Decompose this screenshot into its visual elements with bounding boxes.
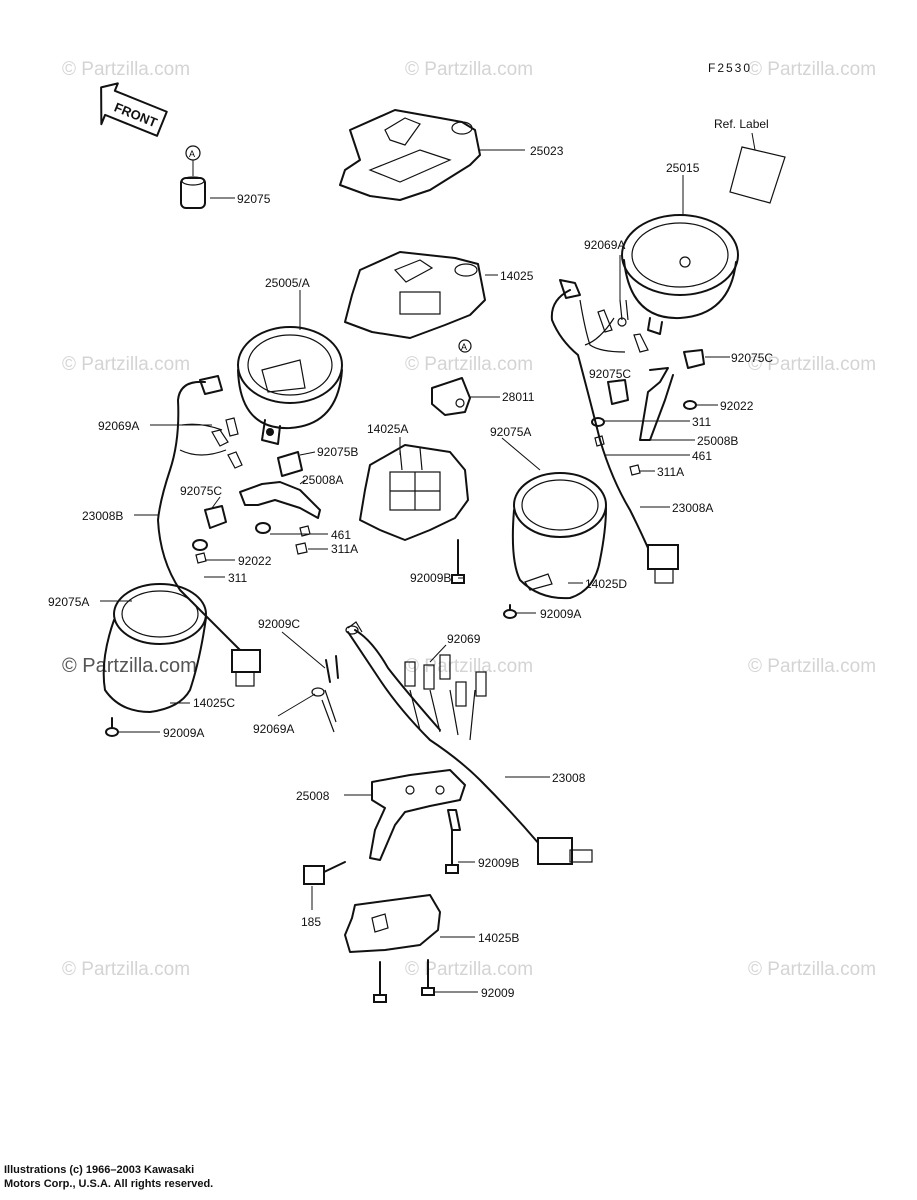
label-25008b: 25008B	[697, 434, 738, 448]
label-25008a: 25008A	[302, 473, 343, 487]
screw-92009a-right	[503, 604, 517, 619]
label-28011: 28011	[502, 390, 535, 404]
part-labels: 25023 25015 92075 92069A 14025 25005/A 9…	[48, 144, 773, 1000]
label-92075a-left: 92075A	[48, 595, 89, 609]
label-311-right: 311	[692, 415, 711, 429]
label-23008b: 23008B	[82, 509, 123, 523]
label-23008a: 23008A	[672, 501, 713, 515]
screw-92009a-left	[105, 717, 119, 737]
label-92009a-right: 92009A	[540, 607, 581, 621]
watermark: © Partzilla.com	[405, 656, 533, 677]
meter-bracket-25008	[369, 769, 466, 861]
meter-25015	[621, 214, 739, 335]
watermark: © Partzilla.com	[62, 959, 190, 980]
copyright-line-1: Illustrations (c) 1966–2003 Kawasaki	[4, 1164, 195, 1176]
screw-92009b-mid	[451, 539, 465, 584]
main-harness-23008	[311, 621, 593, 865]
watermark: © Partzilla.com	[748, 59, 876, 80]
label-14025d: 14025D	[585, 577, 627, 591]
label-25008: 25008	[296, 789, 330, 803]
right-bulb-sockets	[559, 279, 649, 353]
meter-cover-25023	[339, 109, 481, 201]
figure-code: F2530	[708, 61, 752, 75]
screw-92009b-bottom	[445, 829, 459, 874]
ref-label-card: Ref. Label	[714, 117, 786, 204]
label-311a-left: 311A	[331, 542, 358, 556]
left-bulb-sockets	[199, 375, 243, 469]
label-311a-right: 311A	[657, 465, 684, 479]
leader-lines	[100, 149, 730, 993]
watermark: © Partzilla.com	[405, 959, 533, 980]
meter-cup-14025c	[102, 583, 207, 713]
label-25023: 25023	[530, 144, 564, 158]
copyright-notice: Illustrations (c) 1966–2003 Kawasaki Mot…	[4, 1163, 213, 1191]
front-arrow-icon: FRONT	[100, 82, 168, 137]
ref-label-text: Ref. Label	[714, 117, 769, 131]
label-311-left: 311	[228, 571, 247, 585]
meter-housing-14025: A	[344, 251, 486, 353]
indicator-28011	[431, 377, 471, 416]
meter-cup-14025d	[511, 472, 607, 600]
label-25005a: 25005/A	[265, 276, 310, 290]
watermark: © Partzilla.com	[405, 354, 533, 375]
harness-23008b	[157, 380, 261, 687]
watermark: © Partzilla.com	[62, 59, 190, 80]
label-92069a-left: 92069A	[98, 419, 139, 433]
cap-92075: A	[180, 145, 206, 209]
watermark: © Partzilla.com	[748, 354, 876, 375]
label-92075c-right-clip: 92075C	[589, 367, 631, 381]
label-92009c: 92009C	[258, 617, 300, 631]
watermark: © Partzilla.com	[405, 59, 533, 80]
copyright-line-2: Motors Corp., U.S.A. All rights reserved…	[4, 1178, 214, 1190]
watermark: © Partzilla.com	[62, 655, 197, 677]
watermark: © Partzilla.com	[62, 354, 190, 375]
left-bracket-25008a	[192, 451, 321, 564]
label-23008: 23008	[552, 771, 586, 785]
label-185: 185	[301, 915, 321, 929]
label-92075b: 92075B	[317, 445, 358, 459]
label-92009b-mid: 92009B	[410, 571, 451, 585]
label-14025: 14025	[500, 269, 534, 283]
label-461-right: 461	[692, 449, 712, 463]
label-25015: 25015	[666, 161, 700, 175]
label-92075: 92075	[237, 192, 271, 206]
label-92069: 92069	[447, 632, 481, 646]
indicator-housing-14025a	[359, 444, 469, 541]
meter-25005a	[237, 326, 343, 445]
label-92022-left: 92022	[238, 554, 272, 568]
label-14025a: 14025A	[367, 422, 408, 436]
label-461-left: 461	[331, 528, 351, 542]
label-92069a-bottom: 92069A	[253, 722, 294, 736]
watermark: © Partzilla.com	[748, 959, 876, 980]
front-label: FRONT	[112, 100, 159, 131]
bolt-185	[303, 861, 346, 885]
watermark: © Partzilla.com	[748, 656, 876, 677]
label-92069a-right: 92069A	[584, 238, 625, 252]
label-92022-right: 92022	[720, 399, 754, 413]
harness-23008a	[550, 289, 679, 584]
label-92075a-right: 92075A	[490, 425, 531, 439]
watermarks: © Partzilla.com © Partzilla.com © Partzi…	[62, 59, 876, 980]
label-92075c-right: 92075C	[731, 351, 773, 365]
screw-92009c	[325, 655, 339, 683]
label-92009a-left: 92009A	[163, 726, 204, 740]
marker-a: A	[461, 342, 467, 352]
label-14025c: 14025C	[193, 696, 235, 710]
screws-92009	[373, 959, 435, 1003]
label-92075c-left: 92075C	[180, 484, 222, 498]
bottom-cover-14025b	[344, 894, 441, 953]
label-92009: 92009	[481, 986, 515, 1000]
label-92009b-bottom: 92009B	[478, 856, 519, 870]
marker-a: A	[189, 149, 195, 159]
label-14025b: 14025B	[478, 931, 519, 945]
